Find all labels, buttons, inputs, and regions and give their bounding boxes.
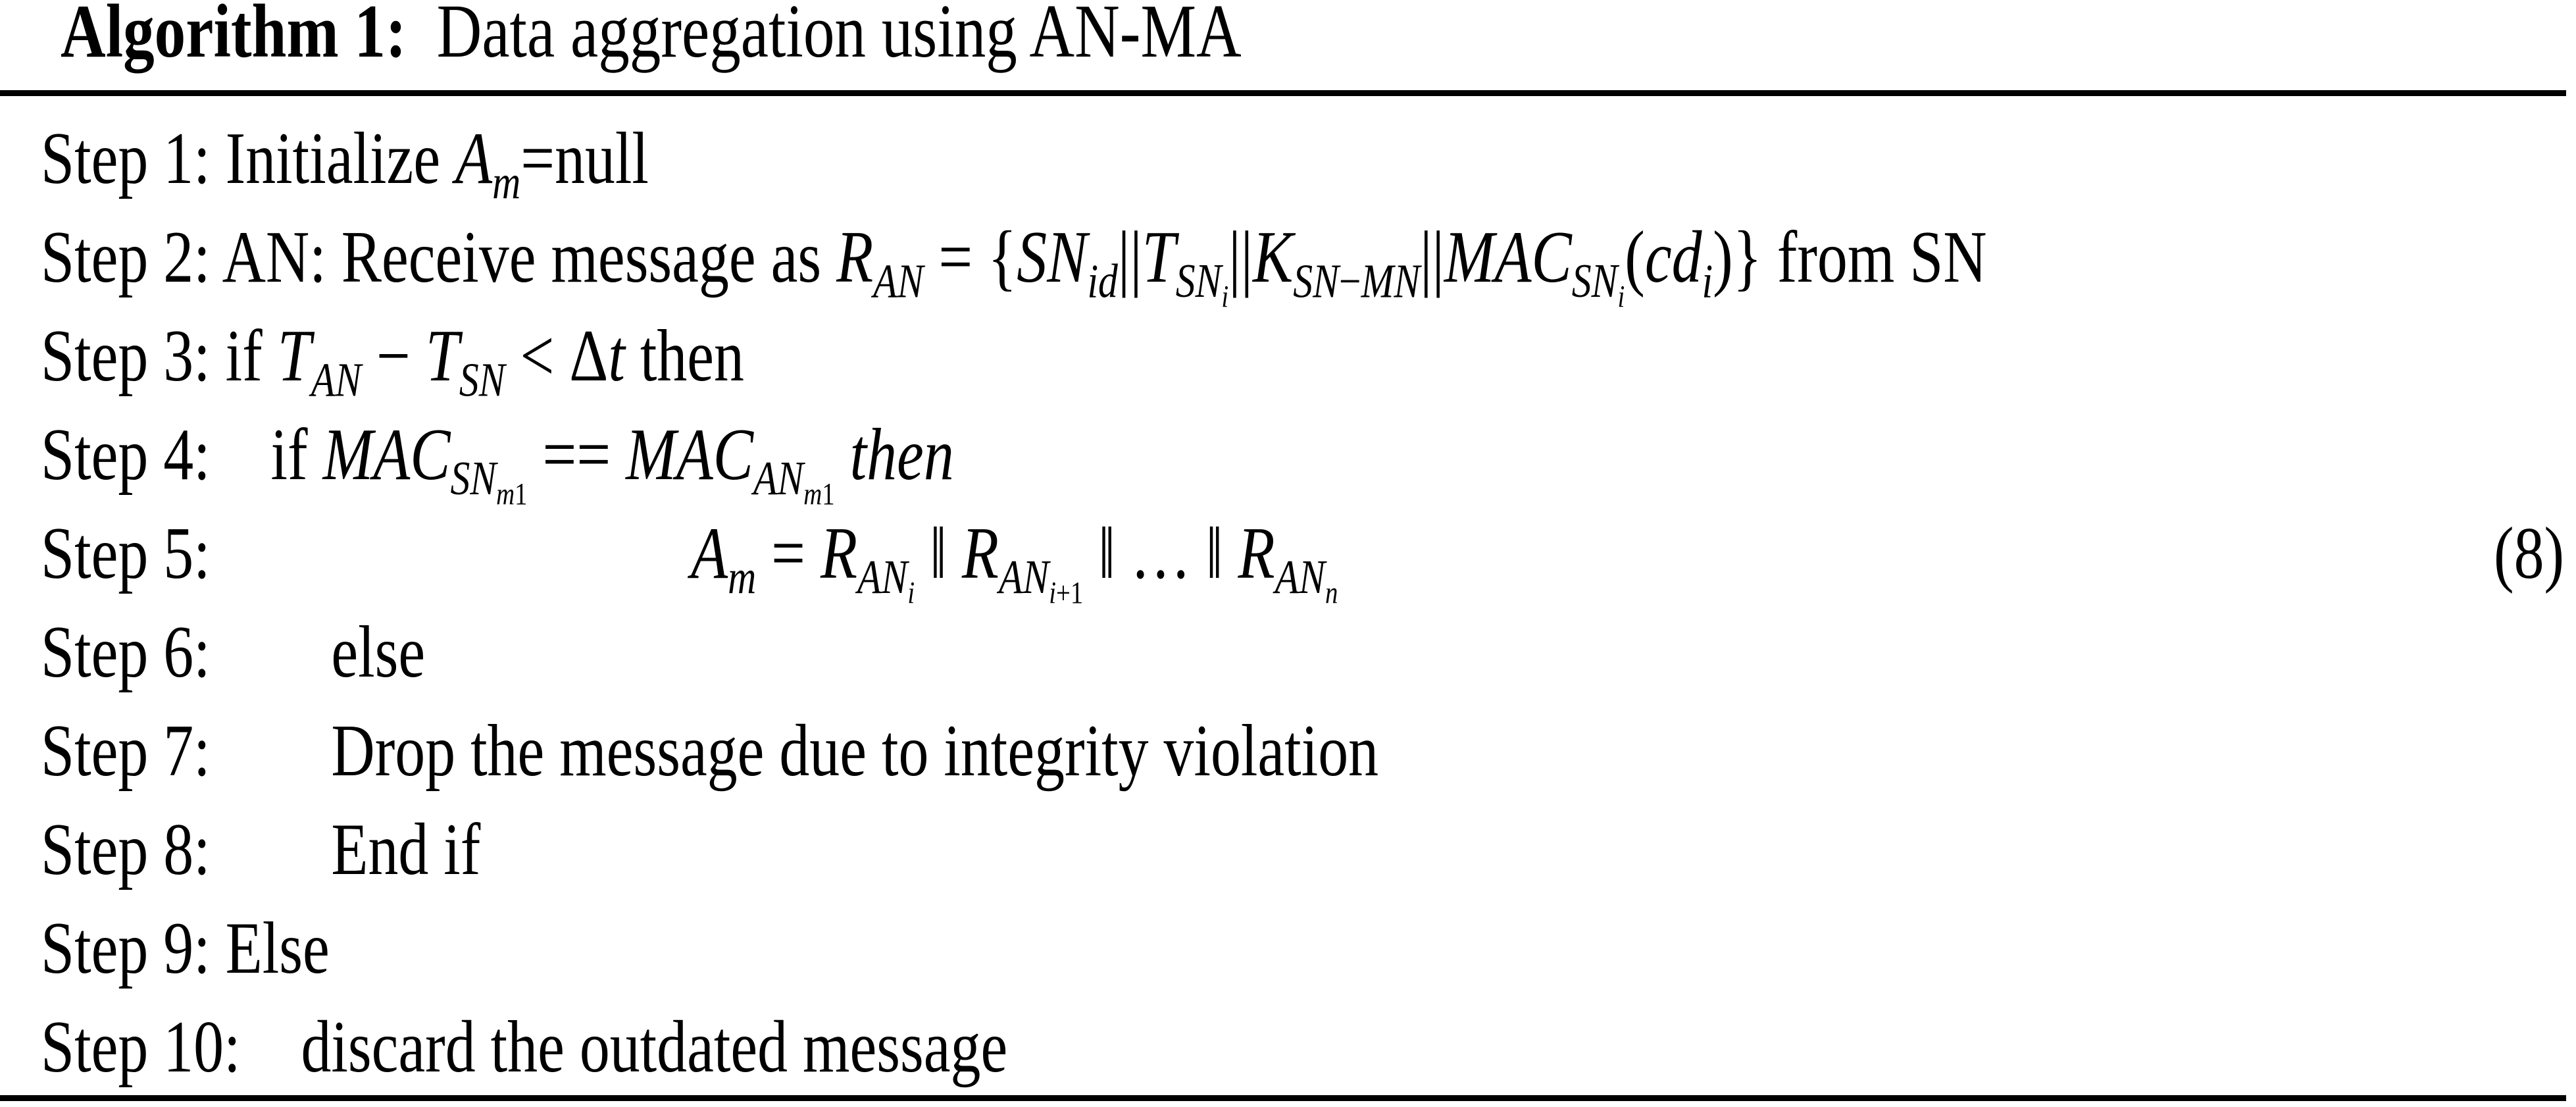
step-text: Step 5: xyxy=(41,513,211,594)
step-text: Step 3: if TAN − TSN < Δt then xyxy=(41,315,744,407)
step-line: Step 1: Initialize Am=null xyxy=(41,109,2576,208)
step-text: Step 4: if MACSNm1 == MACANm1 then xyxy=(41,414,954,512)
step-text: Step 8: End if xyxy=(41,809,481,890)
step-text: Step 7: Drop the message due to integrit… xyxy=(41,710,1379,792)
bottom-rule xyxy=(0,1095,2566,1101)
step-line: Step 5: Am = RANi ‖ RANi+1 ‖ … ‖ RANn (8) xyxy=(41,504,2576,611)
algorithm-title: Algorithm 1: Data aggregation using AN-MA xyxy=(61,0,1242,71)
step-text: Step 9: Else xyxy=(41,908,330,989)
step-line: Step 7: Drop the message due to integrit… xyxy=(41,702,2576,800)
step-text: Step 10: discard the outdated message xyxy=(41,1006,1008,1088)
step-line: Step 6: else xyxy=(41,603,2576,702)
step-text: Step 2: AN: Receive message as RAN = {SN… xyxy=(41,217,1987,315)
step-text: Step 1: Initialize Am=null xyxy=(41,118,649,209)
step-line: Step 9: Else xyxy=(41,899,2576,998)
algorithm-number-label: Algorithm 1: xyxy=(61,0,407,74)
step-line: Step 4: if MACSNm1 == MACANm1 then xyxy=(41,405,2576,512)
step-equation: Am = RANi ‖ RANi+1 ‖ … ‖ RANn xyxy=(691,513,1338,611)
step-text: Step 6: else xyxy=(41,611,426,693)
algorithm-caption: Data aggregation using AN-MA xyxy=(436,0,1242,74)
step-line: Step 8: End if xyxy=(41,800,2576,899)
step-line: Step 3: if TAN − TSN < Δt then xyxy=(41,307,2576,405)
title-separator-rule xyxy=(0,90,2566,96)
equation-number: (8) xyxy=(2494,513,2565,594)
step-line: Step 10: discard the outdated message xyxy=(41,998,2576,1096)
step-line: Step 2: AN: Receive message as RAN = {SN… xyxy=(41,208,2576,315)
